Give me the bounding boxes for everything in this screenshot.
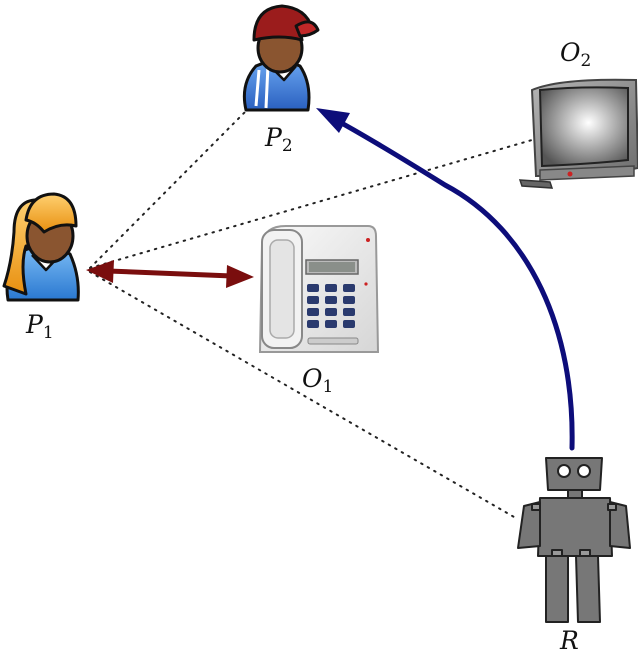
label-o2-index: 2 bbox=[580, 51, 592, 71]
link-p1-p2 bbox=[89, 111, 246, 269]
label-r-letter: R bbox=[560, 626, 579, 655]
label-o2-letter: O bbox=[560, 38, 581, 67]
telephone-o1-icon bbox=[258, 225, 380, 353]
robot-path-arrow bbox=[316, 108, 575, 451]
label-r: R bbox=[560, 628, 579, 653]
television-o2-icon bbox=[518, 78, 638, 189]
robot-r-icon bbox=[517, 457, 631, 623]
label-p1-letter: P bbox=[26, 310, 43, 339]
keypad bbox=[307, 284, 355, 328]
interaction-arrow bbox=[86, 260, 254, 288]
label-o2: O2 bbox=[560, 40, 591, 70]
label-o1-letter: O bbox=[302, 364, 323, 393]
label-p2: P2 bbox=[265, 125, 293, 155]
label-p2-index: 2 bbox=[281, 136, 293, 156]
link-p1-r bbox=[89, 271, 515, 518]
label-p2-letter: P bbox=[265, 123, 282, 152]
label-o1-index: 1 bbox=[322, 377, 334, 397]
dotted-links bbox=[89, 111, 533, 518]
link-p1-o2 bbox=[89, 139, 533, 269]
label-p1-index: 1 bbox=[42, 323, 54, 343]
person-p1-icon bbox=[2, 192, 80, 302]
person-p2-icon bbox=[242, 4, 320, 112]
label-o1: O1 bbox=[302, 366, 333, 396]
label-p1: P1 bbox=[26, 312, 54, 342]
